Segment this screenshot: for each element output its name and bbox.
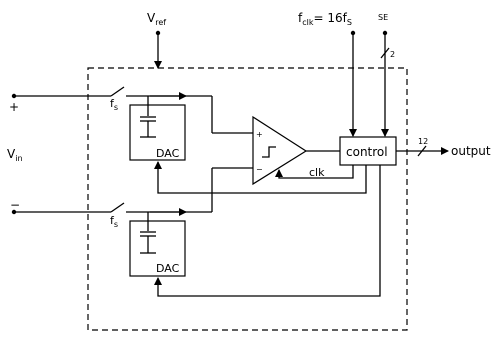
dac-top-box xyxy=(129,104,186,161)
se-bus-width: 2 xyxy=(390,50,395,59)
output-label: output xyxy=(451,144,491,158)
sample-switch-top xyxy=(110,86,125,97)
chip-boundary xyxy=(87,67,408,331)
output-bus-width: 12 xyxy=(418,137,428,146)
fclk-label: fclk= 16fS xyxy=(298,11,352,27)
vin-plus-sign: + xyxy=(9,100,19,114)
vin-minus-sign: − xyxy=(10,198,20,212)
comparator xyxy=(252,115,308,186)
fs-bottom-label: fs xyxy=(110,214,118,229)
se-bus-slash xyxy=(380,47,390,59)
clk-wire xyxy=(275,165,354,179)
feedback-top-dac xyxy=(154,161,367,194)
hysteresis-icon xyxy=(262,146,276,158)
vref-label: Vref xyxy=(147,11,166,27)
sample-switch-bottom xyxy=(110,202,125,213)
dac-top-label: DAC xyxy=(156,147,180,160)
control-label: control xyxy=(346,145,388,159)
comparator-minus: − xyxy=(256,165,263,174)
vin-label: Vin xyxy=(7,147,23,163)
clk-label: clk xyxy=(309,166,325,179)
comparator-plus: + xyxy=(256,130,263,139)
se-label: SE xyxy=(378,13,388,22)
feedback-bottom-dac xyxy=(154,165,381,297)
output-bus-slash xyxy=(417,145,427,157)
dac-bottom-box xyxy=(129,220,186,277)
fs-top-label: fs xyxy=(110,97,118,112)
dac-bottom-label: DAC xyxy=(156,262,180,275)
